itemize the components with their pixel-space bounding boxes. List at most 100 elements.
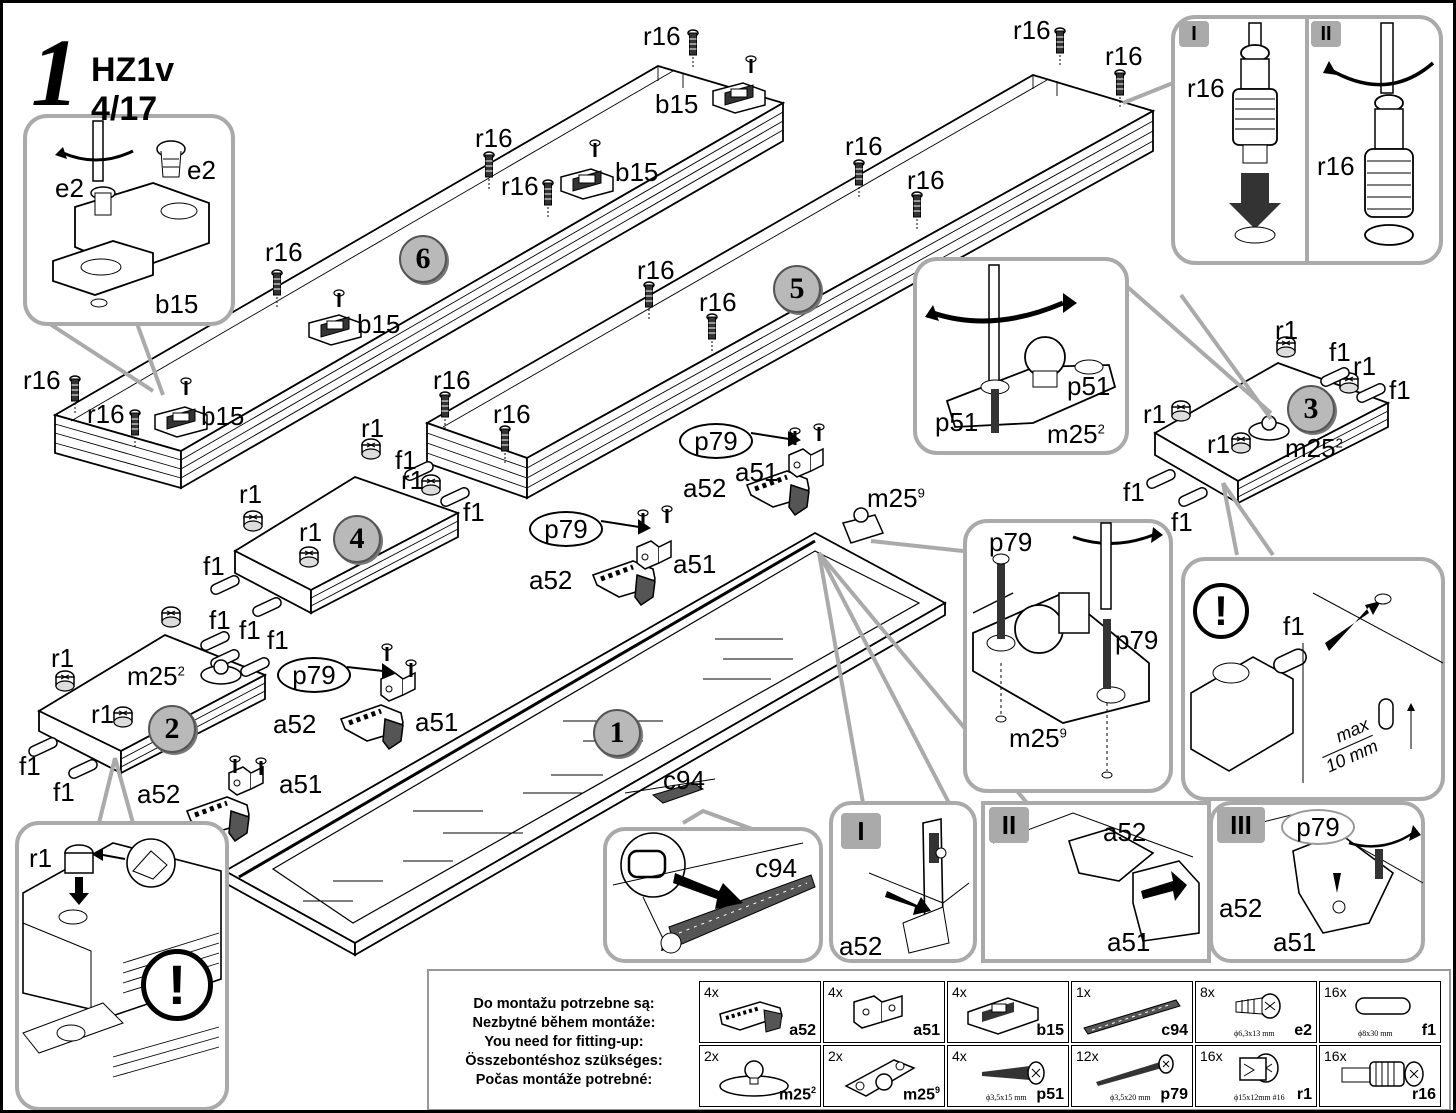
part-number-1: 1 — [593, 709, 641, 757]
parts-heading-cz: Nezbytné během montáže: — [472, 1015, 656, 1031]
warning-icon: ! — [1193, 583, 1249, 639]
part-number-2: 2 — [148, 705, 196, 753]
step-ii-badge: II — [989, 807, 1029, 843]
parts-heading: Do montažu potrzebne są: Nezbytné během … — [433, 995, 695, 1090]
label-r1: r1 — [1207, 429, 1231, 459]
part-cell-r1: 16x ϕ15x12mm #16 r1 — [1195, 1045, 1317, 1107]
step-i-badge: I — [841, 813, 881, 849]
label-m25-9: m259 — [1009, 723, 1067, 753]
label-f1: f1 — [1329, 337, 1351, 367]
label-p79-oval: p79 — [679, 423, 753, 459]
step-number: 1 — [31, 19, 79, 126]
part-code: a51 — [913, 1022, 940, 1039]
part-code: p79 — [1160, 1086, 1188, 1103]
parts-heading-pl: Do montažu potrzebne są: — [473, 996, 655, 1012]
label-r1: r1 — [91, 699, 115, 729]
part-cell-p51: 4x ϕ3,5x15 mm p51 — [947, 1045, 1069, 1107]
part-count: 4x — [704, 984, 719, 1000]
parts-heading-hu: Összebontéshoz szükséges: — [465, 1053, 663, 1069]
part-number-5: 5 — [773, 265, 821, 313]
label-f1: f1 — [463, 497, 485, 527]
label-a52: a52 — [839, 931, 883, 961]
part-code: m259 — [902, 1084, 940, 1103]
label-r1: r1 — [1143, 399, 1167, 429]
label-a52: a52 — [529, 565, 573, 595]
label-f1: f1 — [1283, 611, 1305, 641]
label-r16: r16 — [907, 165, 945, 195]
part-code: f1 — [1421, 1022, 1436, 1039]
parts-list: Do montažu potrzebne są: Nezbytné během … — [427, 969, 1451, 1110]
part-size: ϕ3,5x15 mm — [986, 1093, 1027, 1102]
label-r16: r16 — [845, 131, 883, 161]
label-r1: r1 — [361, 413, 385, 443]
label-r16: r16 — [433, 365, 471, 395]
label-e2: e2 — [55, 173, 84, 203]
part-code: e2 — [1294, 1022, 1312, 1039]
parts-heading-sk: Počas montáže potrebné: — [475, 1072, 653, 1088]
part-code: m252 — [778, 1084, 816, 1103]
label-r16: r16 — [699, 287, 737, 317]
label-r1: r1 — [1353, 351, 1377, 381]
label-a51: a51 — [415, 707, 459, 737]
part-code: r16 — [1411, 1086, 1436, 1103]
label-r1: r1 — [401, 465, 425, 495]
label-p79: p79 — [989, 527, 1033, 557]
label-r16: r16 — [1317, 151, 1355, 181]
part-count: 2x — [704, 1048, 719, 1064]
label-f1: f1 — [209, 605, 231, 635]
callout-c94-detail — [603, 827, 823, 963]
label-r16: r16 — [493, 399, 531, 429]
part-cell-p79: 12x ϕ3,5x20 mm p79 — [1071, 1045, 1193, 1107]
label-p79-oval: p79 — [1281, 809, 1355, 845]
part-cell-f1: 16x ϕ8x30 mm f1 — [1319, 981, 1441, 1043]
part-count: 4x — [952, 984, 967, 1000]
label-f1: f1 — [1171, 507, 1193, 537]
m25-ball-catch-parts — [200, 415, 1290, 685]
part-cell-m25-2: 2x m252 — [699, 1045, 821, 1107]
label-a52: a52 — [1219, 893, 1263, 923]
label-r16: r16 — [1013, 15, 1051, 45]
label-b15: b15 — [201, 401, 245, 431]
label-f1: f1 — [203, 551, 225, 581]
part-cell-a52: 4x a52 — [699, 981, 821, 1043]
label-m25-2: m252 — [127, 661, 185, 691]
part-count: 16x — [1324, 1048, 1347, 1064]
label-f1: f1 — [19, 751, 41, 781]
part-code: p51 — [1036, 1086, 1064, 1103]
label-r16: r16 — [501, 171, 539, 201]
part-number-3: 3 — [1287, 385, 1335, 433]
step-ii-badge: II — [1311, 21, 1341, 47]
label-a52: a52 — [137, 779, 181, 809]
part-cell-a51: 4x a51 — [823, 981, 945, 1043]
label-r16: r16 — [643, 21, 681, 51]
label-p79: p79 — [1115, 625, 1159, 655]
step-i-badge: I — [1179, 21, 1209, 47]
label-a52: a52 — [683, 473, 727, 503]
part-number-4: 4 — [333, 515, 381, 563]
label-p79-oval: p79 — [277, 657, 351, 693]
parts-heading-en: You need for fitting-up: — [484, 1034, 644, 1050]
label-f1: f1 — [53, 777, 75, 807]
part-code: a52 — [789, 1022, 816, 1039]
label-r1: r1 — [239, 479, 263, 509]
label-a52: a52 — [273, 709, 317, 739]
label-p51: p51 — [935, 407, 979, 437]
label-c94: c94 — [663, 765, 705, 795]
label-a51: a51 — [735, 457, 779, 487]
part-count: 4x — [828, 984, 843, 1000]
callout-dowel-depth — [1181, 557, 1445, 801]
part-size: ϕ15x12mm #16 — [1234, 1093, 1285, 1102]
label-r1: r1 — [1275, 315, 1299, 345]
part-count: 16x — [1200, 1048, 1223, 1064]
label-f1: f1 — [1123, 477, 1145, 507]
label-r1: r1 — [29, 843, 53, 873]
part-count: 8x — [1200, 984, 1215, 1000]
label-e2: e2 — [187, 155, 216, 185]
label-f1: f1 — [239, 615, 261, 645]
label-m25-2: m252 — [1285, 433, 1343, 463]
part-cell-e2: 8x ϕ6,3x13 mm e2 — [1195, 981, 1317, 1043]
label-c94: c94 — [755, 853, 797, 883]
label-r16: r16 — [265, 237, 303, 267]
part-code: b15 — [1036, 1022, 1064, 1039]
part-count: 12x — [1076, 1048, 1099, 1064]
